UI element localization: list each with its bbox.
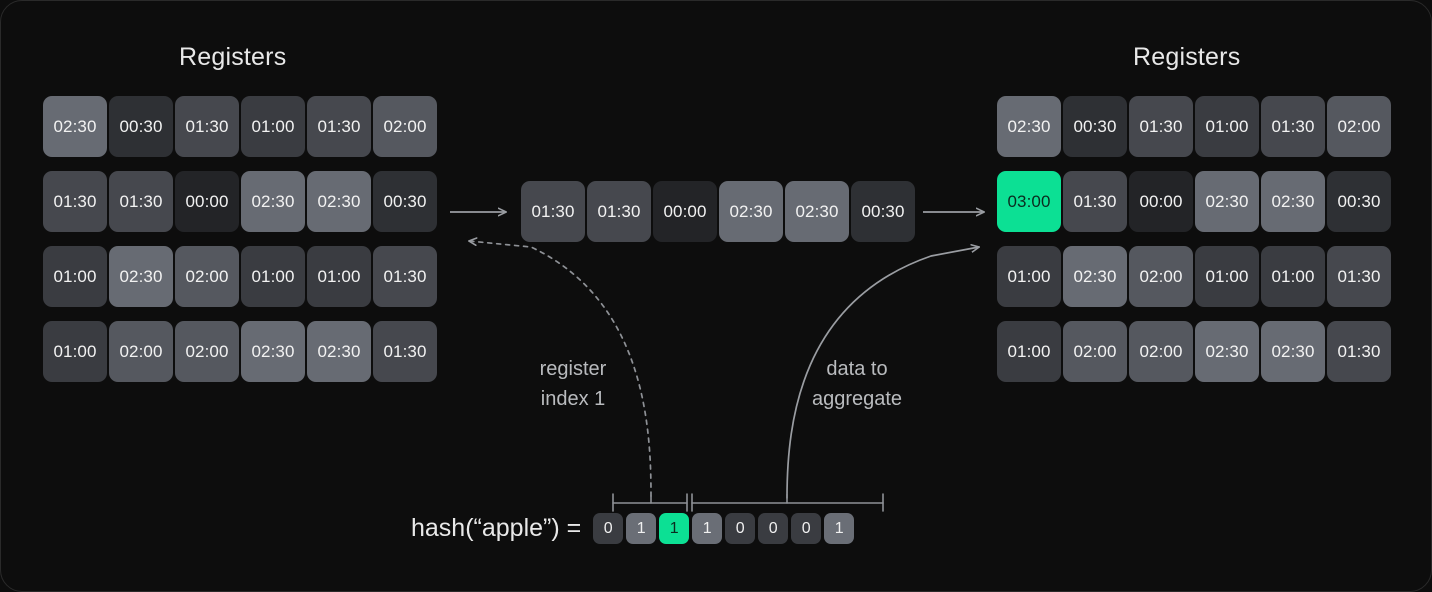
register-cell[interactable]: 00:00: [653, 181, 717, 242]
table-row: 01:00 02:30 02:00 01:00 01:00 01:30: [43, 246, 437, 307]
register-cell[interactable]: 01:30: [109, 171, 173, 232]
selected-register-row: 01:30 01:30 00:00 02:30 02:30 00:30: [521, 181, 915, 242]
register-cell[interactable]: 00:30: [109, 96, 173, 157]
register-cell[interactable]: 02:30: [785, 181, 849, 242]
register-cell[interactable]: 01:00: [997, 246, 1061, 307]
register-cell[interactable]: 01:00: [241, 96, 305, 157]
register-cell[interactable]: 02:00: [109, 321, 173, 382]
register-cell[interactable]: 01:30: [587, 181, 651, 242]
register-cell[interactable]: 02:30: [997, 96, 1061, 157]
register-index-label-line1: register: [539, 358, 607, 380]
hash-bit[interactable]: 0: [593, 513, 624, 544]
register-cell-highlighted[interactable]: 03:00: [997, 171, 1061, 232]
register-grid-left: 02:30 00:30 01:30 01:00 01:30 02:00 01:3…: [43, 96, 437, 382]
table-row: 01:30 01:30 00:00 02:30 02:30 00:30: [43, 171, 437, 232]
register-cell[interactable]: 02:30: [1195, 321, 1259, 382]
register-cell[interactable]: 01:30: [1261, 96, 1325, 157]
register-cell[interactable]: 02:30: [43, 96, 107, 157]
hash-bit-highlighted[interactable]: 1: [659, 513, 690, 544]
register-cell[interactable]: 02:00: [373, 96, 437, 157]
register-cell[interactable]: 01:30: [175, 96, 239, 157]
register-cell[interactable]: 01:30: [1327, 321, 1391, 382]
register-cell[interactable]: 00:30: [851, 181, 915, 242]
register-cell[interactable]: 01:30: [307, 96, 371, 157]
hash-function-label: hash(“apple”) =: [411, 514, 582, 542]
table-row: 02:30 00:30 01:30 01:00 01:30 02:00: [997, 96, 1391, 157]
bracket-register-index: [612, 493, 688, 512]
hash-expression-row: hash(“apple”) = 0 1 1 1 0 0 0 1: [411, 513, 855, 544]
table-row: 01:00 02:00 02:00 02:30 02:30 01:30: [43, 321, 437, 382]
register-cell[interactable]: 01:00: [43, 246, 107, 307]
register-cell[interactable]: 01:30: [1129, 96, 1193, 157]
data-aggregate-label: data to aggregate: [793, 354, 921, 414]
register-cell[interactable]: 02:30: [109, 246, 173, 307]
register-cell[interactable]: 02:00: [1327, 96, 1391, 157]
register-index-label: register index 1: [511, 354, 635, 414]
register-cell[interactable]: 00:30: [1063, 96, 1127, 157]
register-cell[interactable]: 02:00: [1129, 321, 1193, 382]
register-cell[interactable]: 00:30: [373, 171, 437, 232]
register-cell[interactable]: 01:30: [1063, 171, 1127, 232]
table-row: 02:30 00:30 01:30 01:00 01:30 02:00: [43, 96, 437, 157]
register-cell[interactable]: 02:30: [307, 171, 371, 232]
data-aggregate-label-line1: data to: [826, 358, 888, 380]
register-cell[interactable]: 00:00: [1129, 171, 1193, 232]
register-cell[interactable]: 02:30: [1261, 171, 1325, 232]
hash-bit[interactable]: 1: [626, 513, 657, 544]
hash-bit[interactable]: 1: [692, 513, 723, 544]
register-cell[interactable]: 02:00: [175, 246, 239, 307]
register-cell[interactable]: 01:30: [373, 246, 437, 307]
register-cell[interactable]: 02:30: [1261, 321, 1325, 382]
register-cell[interactable]: 02:00: [175, 321, 239, 382]
register-cell[interactable]: 01:30: [521, 181, 585, 242]
hash-bit[interactable]: 1: [824, 513, 855, 544]
register-cell[interactable]: 02:30: [1063, 246, 1127, 307]
hash-bit[interactable]: 0: [758, 513, 789, 544]
register-cell[interactable]: 01:00: [1195, 96, 1259, 157]
register-cell[interactable]: 02:30: [241, 321, 305, 382]
register-cell[interactable]: 01:00: [241, 246, 305, 307]
register-index-label-line2: index 1: [540, 388, 606, 410]
register-cell[interactable]: 00:00: [175, 171, 239, 232]
register-cell[interactable]: 01:00: [1261, 246, 1325, 307]
register-cell[interactable]: 02:30: [719, 181, 783, 242]
register-cell[interactable]: 01:30: [373, 321, 437, 382]
table-row: 01:00 02:30 02:00 01:00 01:00 01:30: [997, 246, 1391, 307]
register-cell[interactable]: 01:30: [43, 171, 107, 232]
table-row: 03:00 01:30 00:00 02:30 02:30 00:30: [997, 171, 1391, 232]
page-title-left: Registers: [179, 43, 287, 71]
register-cell[interactable]: 01:00: [1195, 246, 1259, 307]
register-cell[interactable]: 02:00: [1063, 321, 1127, 382]
table-row: 01:00 02:00 02:00 02:30 02:30 01:30: [997, 321, 1391, 382]
page-title-right: Registers: [1133, 43, 1241, 71]
hash-bit[interactable]: 0: [725, 513, 756, 544]
bracket-data-aggregate: [691, 493, 884, 512]
register-cell[interactable]: 00:30: [1327, 171, 1391, 232]
data-aggregate-label-line2: aggregate: [811, 388, 903, 410]
hash-bit-list: 0 1 1 1 0 0 0 1: [593, 513, 855, 544]
register-cell[interactable]: 01:00: [997, 321, 1061, 382]
hash-bit[interactable]: 0: [791, 513, 822, 544]
register-cell[interactable]: 01:30: [1327, 246, 1391, 307]
register-cell[interactable]: 02:30: [241, 171, 305, 232]
register-cell[interactable]: 02:00: [1129, 246, 1193, 307]
register-cell[interactable]: 01:00: [307, 246, 371, 307]
register-grid-right: 02:30 00:30 01:30 01:00 01:30 02:00 03:0…: [997, 96, 1391, 382]
register-cell[interactable]: 02:30: [307, 321, 371, 382]
register-cell[interactable]: 02:30: [1195, 171, 1259, 232]
register-cell[interactable]: 01:00: [43, 321, 107, 382]
